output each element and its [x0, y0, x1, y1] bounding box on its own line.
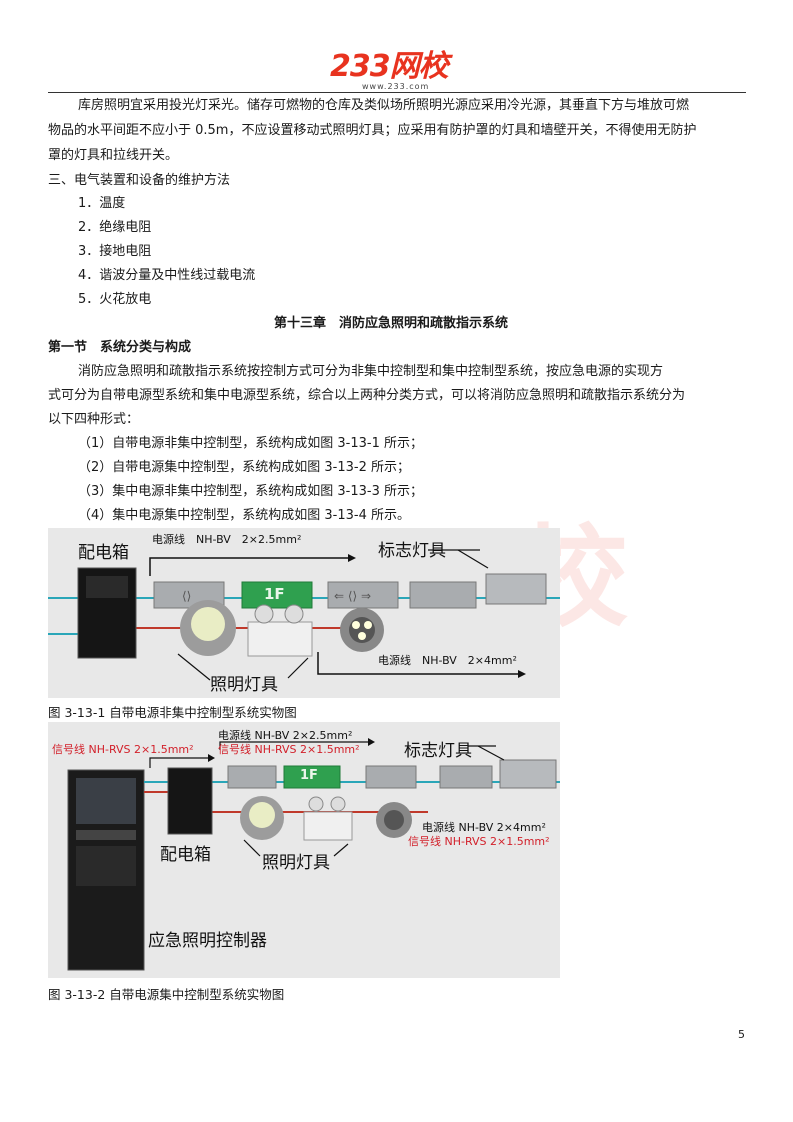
signal-line-left-label: 信号线 NH-RVS 2×1.5mm²	[52, 743, 194, 756]
controller-label: 应急照明控制器	[148, 931, 267, 951]
section-heading: 三、电气装置和设备的维护方法	[48, 173, 231, 188]
figure-2-diagram	[67, 738, 560, 971]
figure-1-caption: 图 3-13-1 自带电源非集中控制型系统实物图	[48, 705, 297, 720]
signal-line-right-label: 信号线 NH-RVS 2×1.5mm²	[408, 835, 550, 848]
figure-1-diagram: ⟨⟩ ⇐ ⟨⟩ ⇒	[48, 549, 560, 681]
paragraph-line: 以下四种形式：	[48, 412, 140, 427]
list-item: 2．绝缘电阻	[78, 220, 152, 235]
distribution-box-label: 配电箱	[78, 543, 129, 563]
paragraph-line: 式可分为自带电源型系统和集中电源型系统，综合以上两种分类方式，可以将消防应急照明…	[48, 388, 686, 403]
list-item: 4．谐波分量及中性线过载电流	[78, 268, 256, 283]
lighting-label: 照明灯具	[262, 853, 330, 873]
site-logo: 233网校 www.233.com	[330, 52, 466, 92]
floor-sign-text: 1F	[264, 585, 285, 603]
chapter-title: 第十三章 消防应急照明和疏散指示系统	[274, 316, 509, 331]
header-divider	[48, 92, 746, 93]
sign-lights-label: 标志灯具	[378, 541, 446, 561]
list-item: 5．火花放电	[78, 292, 152, 307]
section-title: 第一节 系统分类与构成	[48, 340, 192, 355]
logo-url: www.233.com	[362, 82, 430, 91]
svg-text:⟨⟩: ⟨⟩	[182, 589, 191, 603]
page-number: 5	[738, 1028, 745, 1041]
paragraph-line: 物品的水平间距不应小于 0.5m，不应设置移动式照明灯具；应采用有防护罩的灯具和…	[48, 123, 697, 138]
distribution-box-label: 配电箱	[160, 845, 211, 865]
paragraph-line: 库房照明宜采用投光灯采光。储存可燃物的仓库及类似场所照明光源应采用冷光源，其垂直…	[78, 98, 690, 113]
figure-2-caption: 图 3-13-2 自带电源集中控制型系统实物图	[48, 987, 285, 1002]
list-item: 3．接地电阻	[78, 244, 152, 259]
power-line-label: 电源线 NH-BV 2×2.5mm²	[218, 729, 353, 742]
signal-line-top-label: 信号线 NH-RVS 2×1.5mm²	[218, 743, 360, 756]
power-line-label: 电源线 NH-BV 2×2.5mm²	[152, 533, 302, 546]
power-line-2-label: 电源线 NH-BV 2×4mm²	[378, 654, 517, 667]
figure-3-13-1: ⟨⟩ ⇐ ⟨⟩ ⇒ 配电箱 电源线 NH-BV 2×2.5mm² 标志灯具 1F…	[48, 528, 560, 698]
paragraph-line: 消防应急照明和疏散指示系统按控制方式可分为非集中控制型和集中控制型系统，按应急电…	[78, 364, 664, 379]
paragraph-line: 罩的灯具和拉线开关。	[48, 148, 179, 163]
lighting-label: 照明灯具	[210, 675, 278, 695]
floor-sign-text: 1F	[300, 768, 318, 783]
form-item: （2）自带电源集中控制型，系统构成如图 3-13-2 所示；	[78, 460, 411, 475]
form-item: （1）自带电源非集中控制型，系统构成如图 3-13-1 所示；	[78, 436, 424, 451]
power-line-2-label: 电源线 NH-BV 2×4mm²	[422, 821, 546, 834]
sign-lights-label: 标志灯具	[404, 741, 472, 761]
svg-text:⇐ ⟨⟩ ⇒: ⇐ ⟨⟩ ⇒	[334, 589, 371, 603]
logo-text: 233网校	[330, 49, 449, 84]
figure-3-13-2: 信号线 NH-RVS 2×1.5mm² 电源线 NH-BV 2×2.5mm² 信…	[48, 722, 560, 978]
form-item: （3）集中电源非集中控制型，系统构成如图 3-13-3 所示；	[78, 484, 424, 499]
list-item: 1．温度	[78, 196, 126, 211]
form-item: （4）集中电源集中控制型，系统构成如图 3-13-4 所示。	[78, 508, 411, 523]
